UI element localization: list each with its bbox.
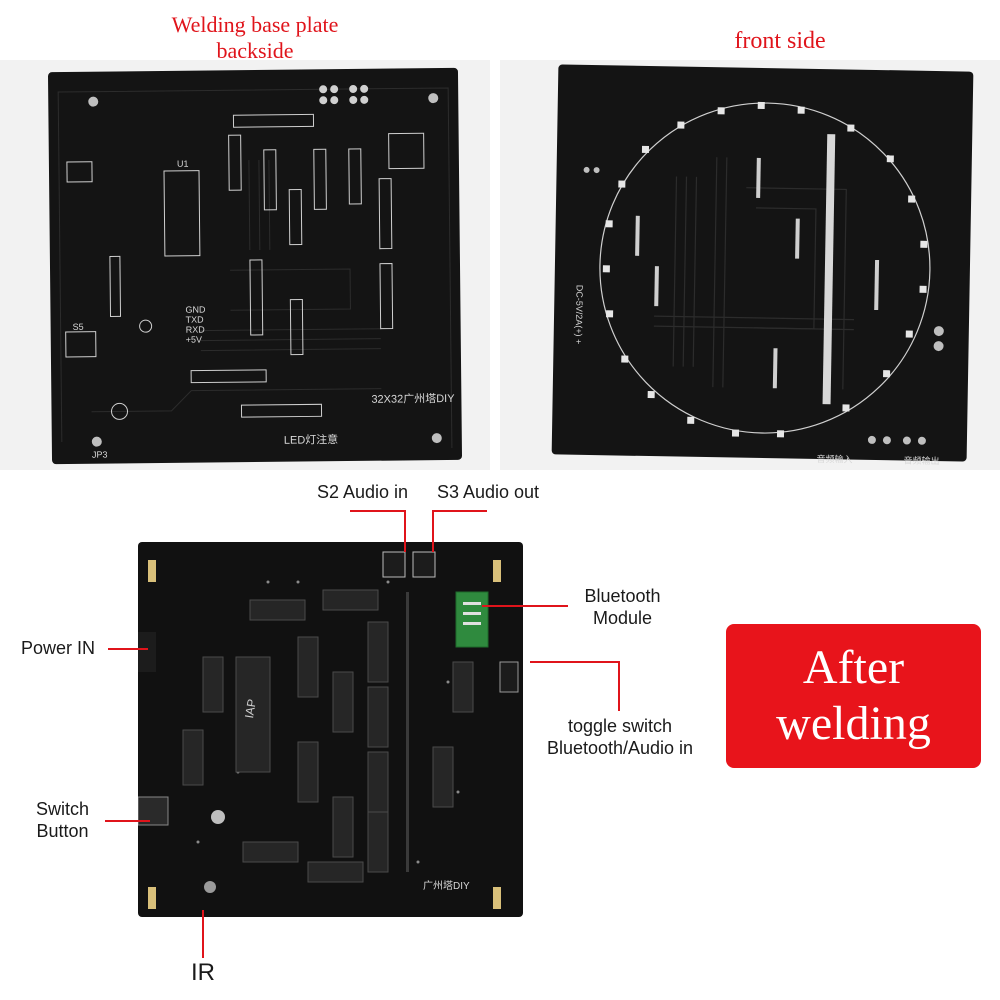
s2-leader-v	[404, 510, 406, 552]
backside-jp3-label: JP3	[91, 449, 108, 460]
s2-leader-h	[350, 510, 405, 512]
toggle-leader-v	[618, 661, 620, 711]
frontside-board: DC-5V/2A(+) + 音频输入 音频输出	[551, 64, 974, 466]
backside-u1-label: U1	[176, 158, 189, 169]
backside-txd-label: TXD	[185, 314, 204, 325]
power-leader	[108, 648, 148, 650]
backside-caption: Welding base plate backside	[130, 12, 380, 64]
toggle-line1: toggle switch	[567, 716, 673, 736]
backside-5v-label: +5V	[185, 334, 203, 345]
backside-caption-line2: backside	[216, 38, 294, 63]
bluetooth-line2: Module	[592, 608, 653, 628]
backside-s5-label: S5	[72, 321, 84, 332]
after-line2: welding	[776, 697, 931, 750]
switch-line2: Button	[36, 821, 89, 841]
s2-audio-in-label: S2 Audio in	[316, 482, 409, 502]
after-welding-badge: After welding	[726, 624, 981, 768]
bluetooth-line1: Bluetooth	[584, 586, 661, 606]
backside-rxd-label: RXD	[185, 324, 205, 335]
toggle-switch-label: toggle switch Bluetooth/Audio in	[535, 715, 705, 759]
frontside-traces	[583, 101, 944, 445]
backside-caption-line1: Welding base plate	[171, 12, 339, 37]
assembled-components	[138, 551, 519, 909]
assembled-board: IAP 广州塔DIY	[138, 542, 523, 917]
backside-gnd-label: GND	[185, 304, 206, 315]
backside-brand-text: 32X32广州塔DIY	[371, 392, 455, 406]
assembled-photo: IAP 广州塔DIY	[120, 530, 540, 930]
power-in-label: Power IN	[20, 638, 96, 658]
s3-leader-v	[432, 510, 434, 552]
frontside-audio-out-label: 音频输出	[903, 455, 940, 467]
after-line1: After	[802, 641, 905, 694]
backside-board: 32X32广州塔DIY LED灯注意 GND TXD RXD +5V S5 U1…	[47, 67, 463, 465]
ir-leader	[202, 910, 204, 958]
frontside-vcc-label: DC-5V/2A(+) +	[573, 284, 585, 345]
backside-led-note: LED灯注意	[283, 434, 339, 447]
frontside-photo: DC-5V/2A(+) + 音频输入 音频输出	[500, 60, 1000, 470]
toggle-line2: Bluetooth/Audio in	[546, 738, 694, 758]
front-caption: front side	[734, 28, 826, 54]
s3-audio-out-label: S3 Audio out	[436, 482, 540, 502]
frontside-audio-in-label: 音频输入	[816, 453, 853, 465]
s3-leader-h	[432, 510, 487, 512]
backside-photo: 32X32广州塔DIY LED灯注意 GND TXD RXD +5V S5 U1…	[0, 60, 490, 470]
bluetooth-module-label: Bluetooth Module	[565, 585, 680, 629]
switch-leader	[105, 820, 150, 822]
toggle-leader-h	[530, 661, 620, 663]
switch-line1: Switch	[35, 799, 89, 819]
switch-button-label: Switch Button	[20, 798, 105, 842]
backside-traces	[57, 84, 453, 448]
assembled-brand-text: 广州塔DIY	[423, 881, 470, 892]
bluetooth-leader	[482, 605, 568, 607]
ir-label: IR	[191, 959, 215, 986]
